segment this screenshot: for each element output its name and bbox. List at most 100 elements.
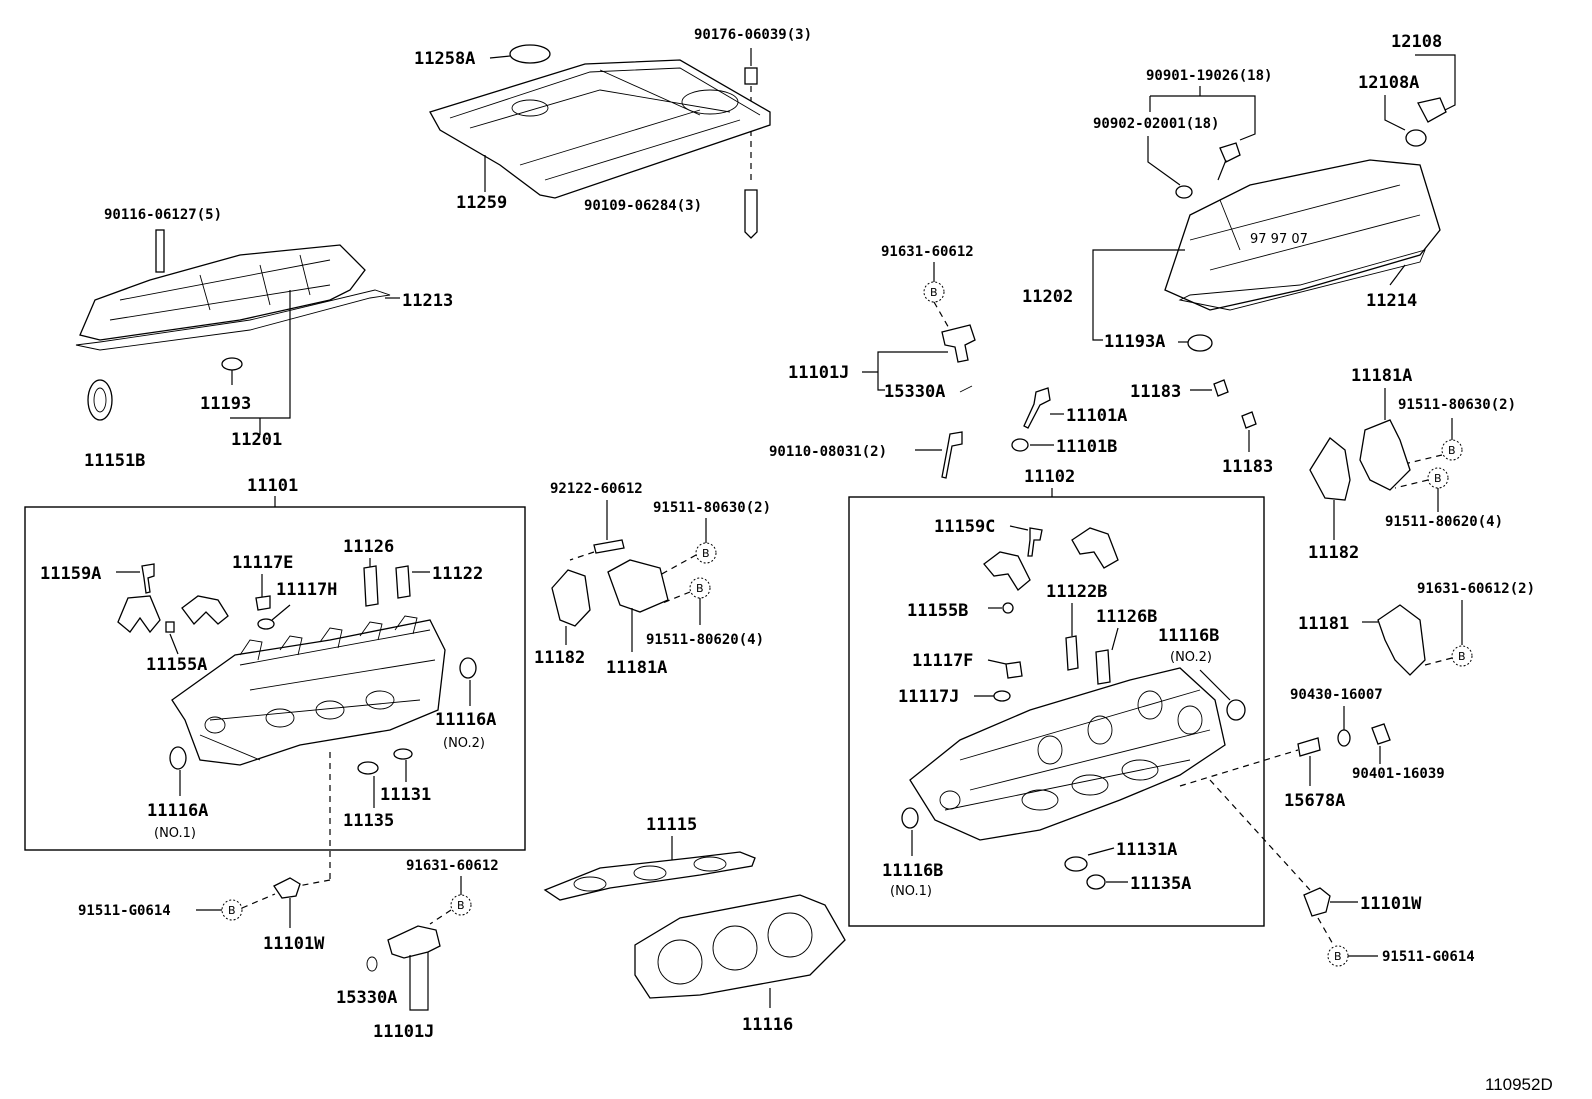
label-11182-r: 11182 bbox=[1308, 543, 1359, 563]
gasket-11131A bbox=[1064, 856, 1088, 872]
middle-bracket-group: 92122-60612 91511-80630(2) B B 91511-806… bbox=[534, 481, 771, 678]
label-11116B-2: 11116B bbox=[1158, 626, 1219, 646]
b-marker: B bbox=[930, 286, 938, 299]
guide-11122B bbox=[1065, 635, 1079, 671]
label-11159C: 11159C bbox=[934, 517, 995, 537]
guide-11126B bbox=[1095, 649, 1111, 685]
label-11193A: 11193A bbox=[1104, 332, 1165, 352]
label-90902: 90902-02001(18) bbox=[1093, 116, 1219, 132]
sensor-11101J-bot bbox=[387, 925, 441, 959]
label-11155B: 11155B bbox=[907, 601, 968, 621]
b-marker: B bbox=[1334, 950, 1342, 963]
sensor-15678A bbox=[1297, 737, 1321, 757]
bolt-90109 bbox=[744, 189, 758, 239]
nut-11101B bbox=[1011, 438, 1029, 452]
label-11213: 11213 bbox=[402, 291, 453, 311]
note-no1-b: (NO.1) bbox=[890, 884, 932, 899]
gasket-11135 bbox=[357, 761, 379, 775]
label-11258A: 11258A bbox=[414, 49, 475, 69]
label-11126: 11126 bbox=[343, 537, 394, 557]
label-15330A-bot: 15330A bbox=[336, 988, 397, 1008]
ornament-11258A bbox=[509, 44, 551, 64]
gasket-11115 bbox=[543, 851, 756, 901]
label-91511-620-r: 91511-80620(4) bbox=[1385, 514, 1503, 530]
label-91631-top: 91631-60612 bbox=[881, 244, 974, 260]
note-no2-b: (NO.2) bbox=[1170, 650, 1212, 665]
cap-11183-a bbox=[1213, 379, 1229, 397]
bracket-11181A-m bbox=[607, 559, 669, 613]
right-sensor-group: 11101W B 91511-G0614 bbox=[1303, 887, 1475, 967]
plug-11116A-no1 bbox=[169, 746, 187, 770]
label-11122B: 11122B bbox=[1046, 582, 1107, 602]
screw-11117E bbox=[255, 595, 271, 611]
gasket-90430 bbox=[1337, 729, 1351, 747]
label-11183-b: 11183 bbox=[1222, 457, 1273, 477]
label-90401: 90401-16039 bbox=[1352, 766, 1445, 782]
label-11122: 11122 bbox=[432, 564, 483, 584]
bracket-11182-m bbox=[551, 569, 591, 627]
label-11101J-bot: 11101J bbox=[373, 1022, 434, 1042]
label-11101: 11101 bbox=[247, 476, 298, 496]
valve-cover-logo: 97 97 07 bbox=[1250, 232, 1308, 247]
cap-11159A-a bbox=[117, 595, 161, 634]
label-91631-r: 91631-60612(2) bbox=[1417, 581, 1535, 597]
label-90110: 90110-08031(2) bbox=[769, 444, 887, 460]
right-valve-cover-group: 12108 12108A 90901-19026(18) 90902-02001… bbox=[1022, 32, 1456, 352]
label-11131A: 11131A bbox=[1116, 840, 1177, 860]
cap-11159C-b bbox=[1071, 527, 1119, 569]
stud-90116 bbox=[155, 229, 165, 273]
bolt-11101A bbox=[1023, 387, 1051, 429]
left-sensor-group: 11101W B 91511-G0614 91631-60612 B 15330… bbox=[78, 858, 499, 1042]
label-11115: 11115 bbox=[646, 815, 697, 835]
oring-15330A-top bbox=[959, 385, 973, 393]
b-marker: B bbox=[702, 547, 710, 560]
b-marker: B bbox=[228, 904, 236, 917]
label-92122: 92122-60612 bbox=[550, 481, 643, 497]
cap-11183-b bbox=[1241, 411, 1257, 429]
screw-11117F bbox=[1005, 661, 1023, 679]
label-11155A: 11155A bbox=[146, 655, 207, 675]
bolt-11159A bbox=[141, 563, 155, 594]
label-91511-620-m: 91511-80620(4) bbox=[646, 632, 764, 648]
reference-code: 110952D bbox=[1485, 1075, 1553, 1094]
plug-11116A-no2 bbox=[459, 657, 477, 679]
label-11182-m: 11182 bbox=[534, 648, 585, 668]
label-11117J: 11117J bbox=[898, 687, 959, 707]
sensor-11101W-r bbox=[1303, 887, 1331, 917]
sensor-11101J-top bbox=[941, 324, 976, 363]
washer-90902 bbox=[1175, 185, 1193, 199]
gasket-11117H bbox=[257, 618, 275, 630]
cap-11159C-a bbox=[983, 551, 1031, 591]
label-11101J-top: 11101J bbox=[788, 363, 849, 383]
right-head-box: 11102 11159C 11155B 11122B 11126B 11116B… bbox=[848, 467, 1311, 927]
label-11181A-m: 11181A bbox=[606, 658, 667, 678]
label-90901: 90901-19026(18) bbox=[1146, 68, 1272, 84]
label-11159A: 11159A bbox=[40, 564, 101, 584]
valve-cover-11201 bbox=[79, 244, 366, 341]
gasket-11135A bbox=[1086, 874, 1106, 890]
note-no1-a: (NO.1) bbox=[154, 826, 196, 841]
bolt-11159C bbox=[1027, 527, 1043, 557]
label-11101W-l: 11101W bbox=[263, 934, 325, 954]
label-11135A: 11135A bbox=[1130, 874, 1191, 894]
b-marker: B bbox=[696, 582, 704, 595]
stud-92122 bbox=[593, 539, 625, 554]
center-sensor-group: 91631-60612 B 11101J 15330A 11101A 11101… bbox=[769, 244, 1273, 479]
gasket-11214 bbox=[1178, 249, 1426, 311]
oring-15330A-bot bbox=[366, 956, 378, 972]
gasket-11116 bbox=[634, 894, 846, 999]
label-11214: 11214 bbox=[1366, 291, 1417, 311]
guide-11126 bbox=[363, 565, 379, 607]
cap-11159A-b bbox=[181, 595, 229, 625]
left-valve-cover-group: 90116-06127(5) 11213 11193 11201 11151B bbox=[75, 207, 453, 471]
label-15330A-top: 15330A bbox=[884, 382, 945, 402]
bracket-11181A-r bbox=[1359, 419, 1411, 491]
label-11102: 11102 bbox=[1024, 467, 1075, 487]
label-12108A: 12108A bbox=[1358, 73, 1419, 93]
seal-11151B bbox=[87, 379, 113, 421]
gasket-12108A bbox=[1405, 129, 1427, 147]
b-marker: B bbox=[1448, 444, 1456, 457]
label-11183-a: 11183 bbox=[1130, 382, 1181, 402]
cylinder-head-11102 bbox=[909, 667, 1226, 841]
bolt-90110 bbox=[941, 431, 963, 479]
